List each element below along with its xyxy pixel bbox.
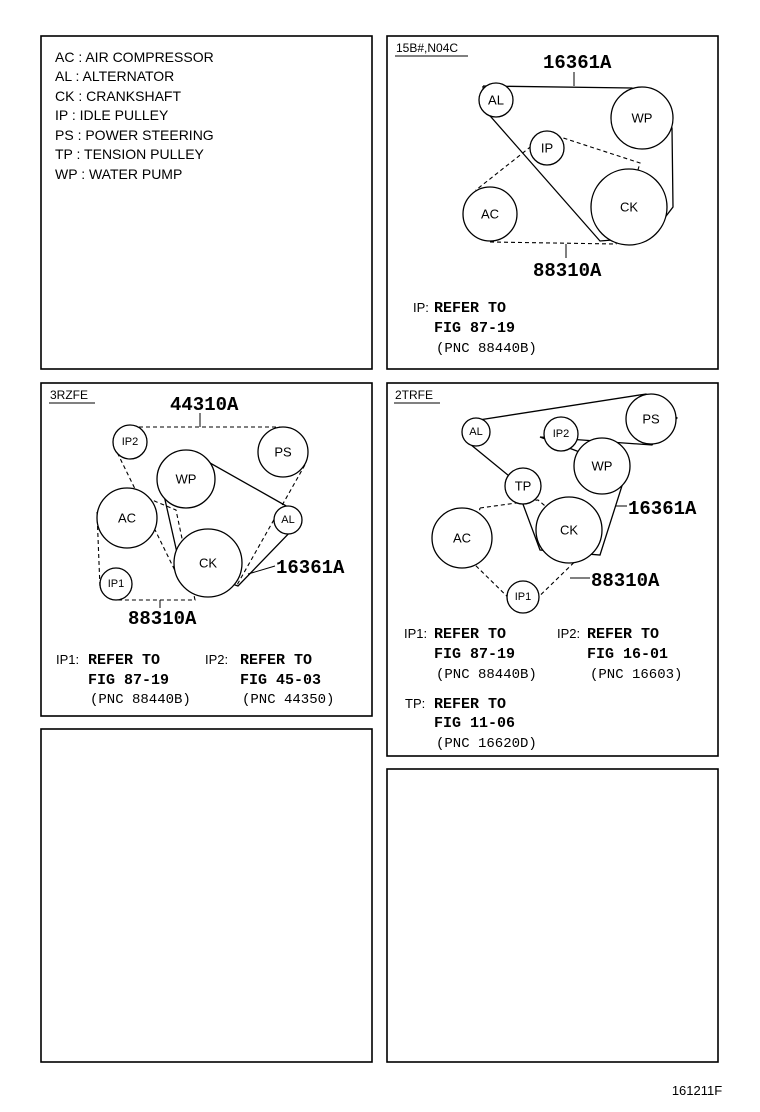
note-line: FIG 87-19 [88, 672, 169, 689]
idle-pulley-1 [99, 567, 133, 601]
note-line: REFER TO [434, 626, 506, 643]
legend-item: AC : AIR COMPRESSOR [55, 49, 214, 65]
alternator-pulley [478, 82, 514, 118]
note-prefix: TP: [405, 696, 425, 711]
note-prefix: IP1: [56, 652, 79, 667]
engine-tag: 3RZFE [50, 388, 88, 402]
pulley-label: AC [453, 531, 471, 546]
pulley-label: IP1 [108, 578, 125, 590]
note-line: FIG 11-06 [434, 715, 515, 732]
pulley-label: AL [488, 93, 504, 108]
pulley-label: CK [199, 556, 217, 571]
pulley-label: AC [118, 511, 136, 526]
diagram-15b: 15B#,N04C AL WP IP AC CK 16361A 88310A I… [395, 41, 674, 357]
note-line: REFER TO [88, 652, 160, 669]
part-number-44310a: 44310A [170, 394, 239, 416]
legend-item: WP : WATER PUMP [55, 166, 182, 182]
alternator-pulley [461, 417, 491, 447]
legend-item: IP : IDLE PULLEY [55, 107, 169, 123]
part-number-16361a: 16361A [628, 498, 697, 520]
panel-2trfe [386, 382, 719, 757]
legend-item: TP : TENSION PULLEY [55, 146, 205, 162]
legend-panel [40, 35, 373, 370]
air-compressor-pulley [96, 487, 158, 549]
note-line: REFER TO [434, 300, 506, 317]
pulley-label: WP [592, 459, 613, 474]
note-pnc: (PNC 16620D) [436, 736, 537, 752]
legend-item: CK : CRANKSHAFT [55, 88, 181, 104]
air-compressor-pulley [462, 186, 518, 242]
engine-tag: 15B#,N04C [396, 41, 458, 55]
pulley-label: WP [176, 472, 197, 487]
note-prefix: IP: [413, 300, 429, 315]
note-pnc: (PNC 88440B) [436, 341, 537, 357]
part-number-88310a: 88310A [128, 608, 197, 630]
pulley-label: AL [469, 426, 482, 438]
figure-code: 161211F [672, 1083, 722, 1098]
note-pnc: (PNC 88440B) [90, 692, 191, 708]
note-line: FIG 87-19 [434, 646, 515, 663]
note-pnc: (PNC 16603) [590, 667, 682, 683]
part-number-16361a: 16361A [276, 557, 345, 579]
idle-pulley-2 [112, 424, 148, 460]
diagram-2trfe: 2TRFE AL IP2 PS WP TP AC CK IP1 16361A 8… [394, 388, 697, 752]
belt-88310a [96, 489, 196, 601]
idle-pulley [529, 130, 565, 166]
crankshaft-pulley [173, 528, 243, 598]
part-number-88310a: 88310A [591, 570, 660, 592]
crankshaft-pulley [590, 168, 668, 246]
pulley-label: IP2 [553, 428, 570, 440]
power-steering-pulley [625, 393, 677, 445]
pulley-label: IP [541, 141, 553, 156]
pulley-label: CK [560, 523, 578, 538]
note-pnc: (PNC 44350) [242, 692, 334, 708]
note-prefix: IP2: [205, 652, 228, 667]
note-line: REFER TO [240, 652, 312, 669]
pulley-label: AC [481, 207, 499, 222]
alternator-pulley [273, 505, 303, 535]
pulley-label: TP [515, 479, 532, 494]
pulley-label: WP [632, 111, 653, 126]
water-pump-pulley [610, 86, 674, 150]
empty-panel-right [386, 768, 719, 1063]
note-prefix: IP1: [404, 626, 427, 641]
tension-pulley [504, 467, 542, 505]
diagram-3rzfe: 3RZFE IP2 PS WP AC AL CK IP1 44310A 1636… [49, 388, 345, 708]
water-pump-pulley [573, 437, 631, 495]
power-steering-pulley [257, 426, 309, 478]
leader-line [247, 565, 276, 575]
note-line: FIG 45-03 [240, 672, 321, 689]
engine-tag: 2TRFE [395, 388, 433, 402]
panel-3rzfe [40, 382, 373, 717]
idle-pulley-1 [506, 580, 540, 614]
part-number-16361a: 16361A [543, 52, 612, 74]
pulley-label: PS [642, 412, 660, 427]
note-prefix: IP2: [557, 626, 580, 641]
idle-pulley-2 [543, 416, 579, 452]
empty-panel-left [40, 728, 373, 1063]
pulley-label: CK [620, 200, 638, 215]
note-pnc: (PNC 88440B) [436, 667, 537, 683]
note-line: REFER TO [434, 696, 506, 713]
note-line: FIG 16-01 [587, 646, 668, 663]
pulley-label: IP1 [515, 591, 532, 603]
legend-item: PS : POWER STEERING [55, 127, 214, 143]
legend-item: AL : ALTERNATOR [55, 68, 174, 84]
part-number-88310a: 88310A [533, 260, 602, 282]
note-line: FIG 87-19 [434, 320, 515, 337]
crankshaft-pulley [535, 496, 603, 564]
panel-15b-n04c [386, 35, 719, 370]
pulley-label: AL [281, 514, 294, 526]
legend-list: AC : AIR COMPRESSOR AL : ALTERNATOR CK :… [55, 49, 214, 182]
air-compressor-pulley [431, 507, 493, 569]
note-line: REFER TO [587, 626, 659, 643]
pulley-label: PS [274, 445, 292, 460]
water-pump-pulley [156, 449, 216, 509]
pulley-label: IP2 [122, 436, 139, 448]
